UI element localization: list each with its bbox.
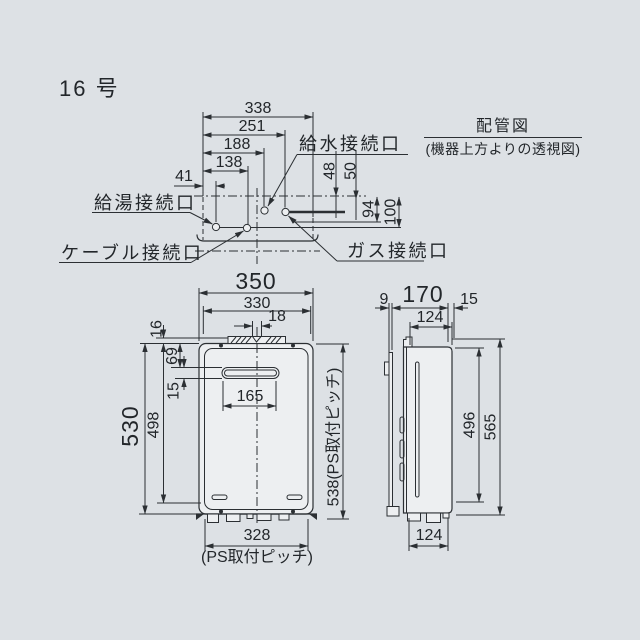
dim-94: 94 — [361, 200, 378, 218]
model-size-title: 16 号 — [59, 76, 120, 101]
dim-124-bottom: 124 — [416, 527, 443, 544]
dim-498: 498 — [146, 412, 163, 439]
hot-water-port — [211, 222, 221, 232]
dim-496: 496 — [462, 412, 479, 439]
dim-170: 170 — [402, 281, 443, 307]
wall-mount-plate — [388, 352, 393, 510]
dim-16: 16 — [149, 320, 166, 338]
unit-front-outline — [198, 342, 314, 515]
dim-330: 330 — [244, 295, 271, 312]
dim-165: 165 — [237, 388, 264, 405]
piping-diagram-title: 配管図 — [476, 117, 530, 135]
dim-328: 328 — [244, 527, 271, 544]
dim-18: 18 — [268, 308, 286, 325]
dim-328-note: (PS取付ピッチ) — [201, 548, 313, 566]
front-panel — [204, 348, 309, 510]
gas-port — [281, 207, 290, 217]
hot-water-label: 給湯接続口 — [94, 193, 197, 213]
dim-48: 48 — [322, 162, 339, 180]
dim-350: 350 — [235, 268, 276, 294]
dim-188: 188 — [224, 136, 251, 153]
dim-50: 50 — [343, 162, 360, 180]
dim-124-top: 124 — [417, 309, 444, 326]
top-mounting-bracket — [227, 336, 286, 344]
dim-530: 530 — [117, 405, 143, 446]
gas-label: ガス接続口 — [347, 241, 450, 261]
dim-41: 41 — [175, 168, 193, 185]
side-seam — [415, 361, 420, 498]
dim-565: 565 — [483, 414, 500, 441]
side-view: 9 170 15 124 496 565 124 — [375, 281, 505, 551]
dim-9: 9 — [380, 291, 389, 308]
piping-diagram-subtitle: (機器上方よりの透視図) — [425, 141, 580, 157]
dim-100: 100 — [383, 199, 400, 226]
unit-bottom-edge — [196, 234, 319, 242]
dim-338: 338 — [245, 100, 272, 117]
dim-251: 251 — [239, 118, 266, 135]
cable-label: ケーブル接続口 — [61, 242, 203, 263]
dim-138: 138 — [216, 154, 243, 171]
dim-15-front: 15 — [166, 382, 183, 400]
exhaust-slot — [221, 367, 280, 379]
dim-15-side: 15 — [460, 291, 478, 308]
water-supply-port — [260, 206, 269, 215]
unit-side-outline — [402, 346, 453, 514]
dim-538-pitch: 538(PS取付ピッチ) — [325, 368, 343, 507]
cable-port — [242, 223, 252, 233]
water-supply-label: 給水接続口 — [299, 134, 402, 154]
top-view-piping-diagram: 配管図 (機器上方よりの透視図) 338 251 188 138 41 — [59, 100, 582, 264]
dim-69: 69 — [164, 347, 181, 365]
front-view: 350 330 18 16 498 530 69 15 165 — [117, 268, 349, 566]
